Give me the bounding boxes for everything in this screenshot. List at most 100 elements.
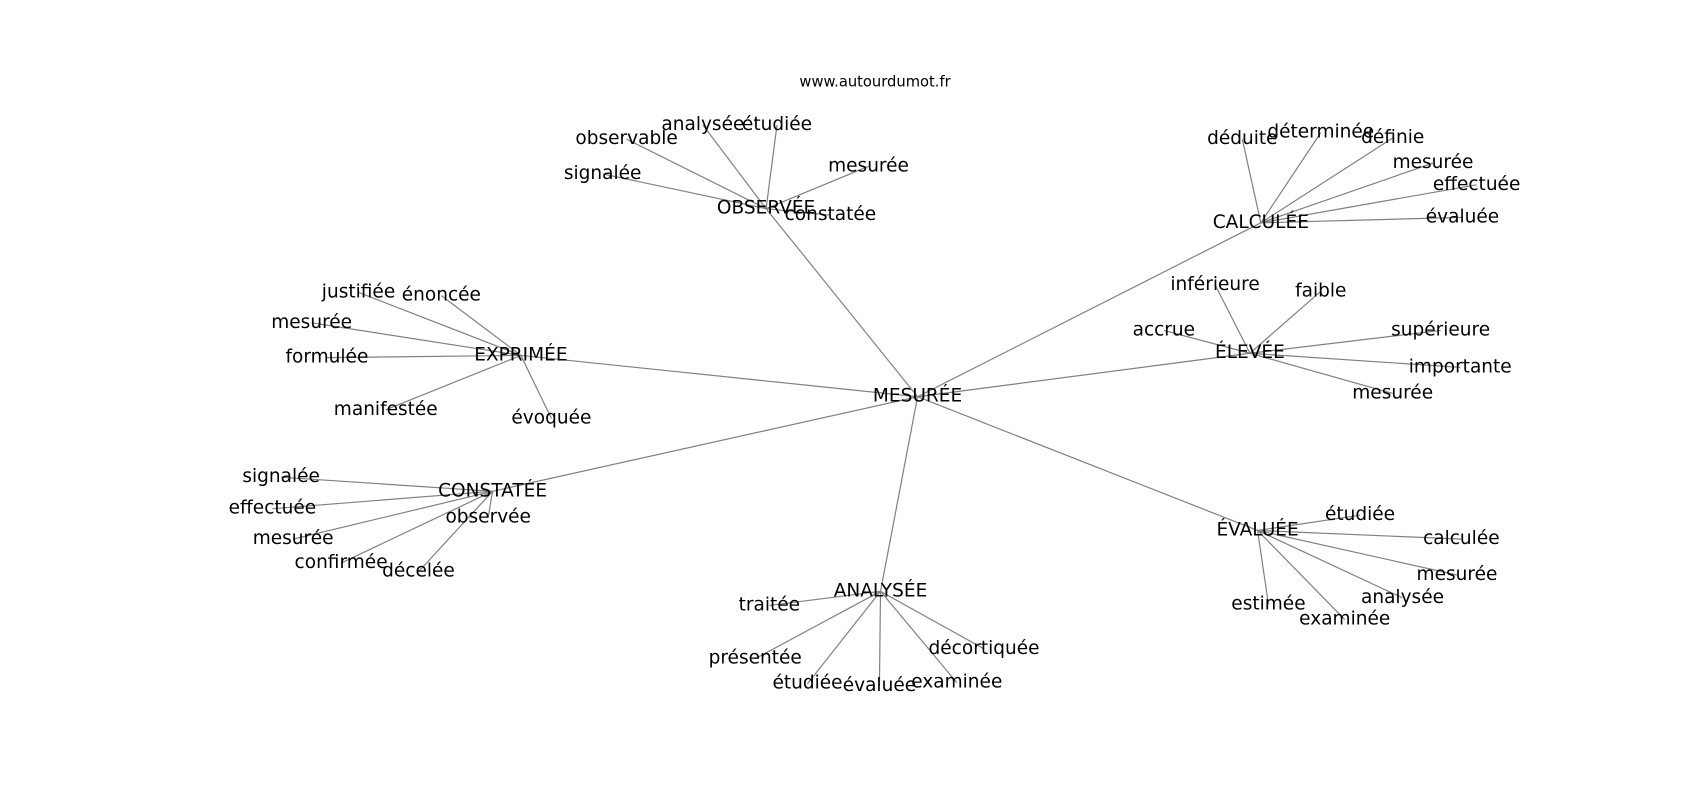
leaf-node-label[interactable]: signalée xyxy=(242,466,320,487)
edge-center-to-hub xyxy=(917,396,1258,531)
edge-hub-to-leaf xyxy=(766,208,831,216)
edge-hub-to-leaf xyxy=(520,355,552,419)
hub-node-label[interactable]: OBSERVÉE xyxy=(717,197,815,219)
edge-hub-to-leaf xyxy=(626,138,767,210)
edge-hub-to-leaf xyxy=(702,124,767,210)
edge-hub-to-leaf xyxy=(272,490,493,510)
edge-center-to-hub xyxy=(520,354,918,398)
leaf-node-label[interactable]: étudiée xyxy=(1325,504,1395,525)
hub-node-label[interactable]: CALCULÉE xyxy=(1213,211,1309,233)
edge-hub-to-leaf xyxy=(1257,529,1403,599)
leaf-node-label[interactable]: examinée xyxy=(911,672,1002,693)
edge-hub-to-leaf xyxy=(487,491,494,518)
edge-hub-to-leaf xyxy=(1249,352,1393,395)
leaf-node-label[interactable]: traitée xyxy=(739,594,800,615)
edge-hub-to-leaf xyxy=(1256,530,1270,605)
edge-hub-to-leaf xyxy=(765,165,869,210)
edge-hub-to-leaf xyxy=(340,490,493,564)
edges xyxy=(272,124,1477,686)
leaf-node-label[interactable]: mesurée xyxy=(253,528,334,549)
edge-center-to-hub xyxy=(917,352,1251,398)
edge-hub-to-leaf xyxy=(1214,284,1251,354)
leaf-node-label[interactable]: déterminée xyxy=(1267,122,1374,143)
leaf-node-label[interactable]: calculée xyxy=(1423,528,1500,549)
edge-hub-to-leaf xyxy=(293,490,493,540)
edge-center-to-hub xyxy=(917,222,1262,398)
leaf-node-label[interactable]: évoquée xyxy=(511,407,591,428)
edge-hub-to-leaf xyxy=(440,295,522,356)
leaf-node-label[interactable]: évaluée xyxy=(1426,206,1499,227)
center-node-label[interactable]: MESURÉE xyxy=(873,385,962,407)
edge-hub-to-leaf xyxy=(769,590,881,607)
leaf-node-label[interactable]: faible xyxy=(1295,280,1346,301)
edge-hub-to-leaf xyxy=(1260,132,1322,224)
edge-center-to-hub xyxy=(492,396,918,492)
edge-hub-to-leaf xyxy=(311,322,521,357)
leaf-node-label[interactable]: mesurée xyxy=(1417,564,1498,585)
leaf-node-label[interactable]: présentée xyxy=(709,648,802,669)
hub-node-label[interactable]: ÉVALUÉE xyxy=(1216,518,1298,540)
leaf-node-label[interactable]: observée xyxy=(445,506,531,527)
leaf-node-label[interactable]: mesurée xyxy=(1352,382,1433,403)
edge-hub-to-leaf xyxy=(1257,514,1361,532)
edge-hub-to-leaf xyxy=(358,291,522,356)
leaf-node-label[interactable]: effectuée xyxy=(1433,174,1521,195)
leaf-node-label[interactable]: observable xyxy=(575,128,677,149)
leaf-node-label[interactable]: mesurée xyxy=(271,312,352,333)
leaf-node-label[interactable]: confirmée xyxy=(295,552,388,573)
edge-hub-to-leaf xyxy=(765,124,778,209)
edge-hub-to-leaf xyxy=(807,590,881,685)
edge-hub-to-leaf xyxy=(880,590,985,650)
edge-hub-to-leaf xyxy=(1163,329,1251,354)
edge-hub-to-leaf xyxy=(754,590,881,660)
site-title: www.autourdumot.fr xyxy=(799,74,951,91)
leaf-node-label[interactable]: étudiée xyxy=(742,114,812,135)
edge-center-to-hub xyxy=(879,396,919,592)
leaf-node-label[interactable]: étudiée xyxy=(772,673,842,694)
leaf-node-label[interactable]: définie xyxy=(1361,127,1424,148)
edge-hub-to-leaf xyxy=(418,490,494,573)
edge-hub-to-leaf xyxy=(1257,530,1346,620)
edge-hub-to-leaf xyxy=(1249,352,1461,368)
hub-node-label[interactable]: CONSTATÉE xyxy=(438,479,547,501)
leaf-node-label[interactable]: justifiée xyxy=(321,281,395,302)
leaf-node-label[interactable]: effectuée xyxy=(229,498,317,519)
leaf-node-label[interactable]: signalée xyxy=(564,163,642,184)
leaf-node-label[interactable]: énoncée xyxy=(402,285,481,306)
leaf-node-label[interactable]: examinée xyxy=(1299,609,1390,630)
leaf-node-label[interactable]: accrue xyxy=(1133,319,1195,340)
leaf-node-label[interactable]: mesurée xyxy=(1393,152,1474,173)
edge-hub-to-leaf xyxy=(880,590,958,683)
hub-node-label[interactable]: ANALYSÉE xyxy=(834,579,928,601)
edge-hub-to-leaf xyxy=(1257,529,1458,576)
leaf-node-label[interactable]: formulée xyxy=(285,347,368,368)
leaf-node-label[interactable]: décelée xyxy=(382,561,455,582)
leaf-node-label[interactable]: manifestée xyxy=(334,399,438,420)
edge-hub-to-leaf xyxy=(1260,216,1463,224)
leaf-node-label[interactable]: évaluée xyxy=(843,675,916,696)
edge-hub-to-leaf xyxy=(1241,139,1262,223)
hub-node-label[interactable]: ÉLEVÉE xyxy=(1215,341,1285,363)
edge-hub-to-leaf xyxy=(326,354,521,359)
edge-hub-to-leaf xyxy=(1249,290,1322,354)
edge-hub-to-leaf xyxy=(602,173,767,210)
leaf-node-label[interactable]: supérieure xyxy=(1391,319,1490,340)
leaf-node-label[interactable]: décortiquée xyxy=(929,638,1040,659)
hub-node-label[interactable]: EXPRIMÉE xyxy=(474,343,567,365)
leaf-node-label[interactable]: estimée xyxy=(1231,593,1305,614)
leaf-node-label[interactable]: constatée xyxy=(785,204,877,225)
edge-hub-to-leaf xyxy=(385,354,522,411)
leaf-node-label[interactable]: mesurée xyxy=(828,155,909,176)
edge-hub-to-leaf xyxy=(1260,137,1394,224)
leaf-node-label[interactable]: inférieure xyxy=(1170,274,1259,295)
leaf-node-label[interactable]: analysée xyxy=(1361,587,1444,608)
leaf-node-label[interactable]: déduite xyxy=(1207,128,1277,149)
edge-hub-to-leaf xyxy=(1260,184,1477,224)
edge-hub-to-leaf xyxy=(1257,529,1462,540)
edge-hub-to-leaf xyxy=(281,476,493,492)
leaf-node-label[interactable]: importante xyxy=(1409,356,1512,377)
edge-center-to-hub xyxy=(765,208,919,398)
edge-hub-to-leaf xyxy=(878,591,882,686)
leaf-node-label[interactable]: analysée xyxy=(661,114,744,135)
